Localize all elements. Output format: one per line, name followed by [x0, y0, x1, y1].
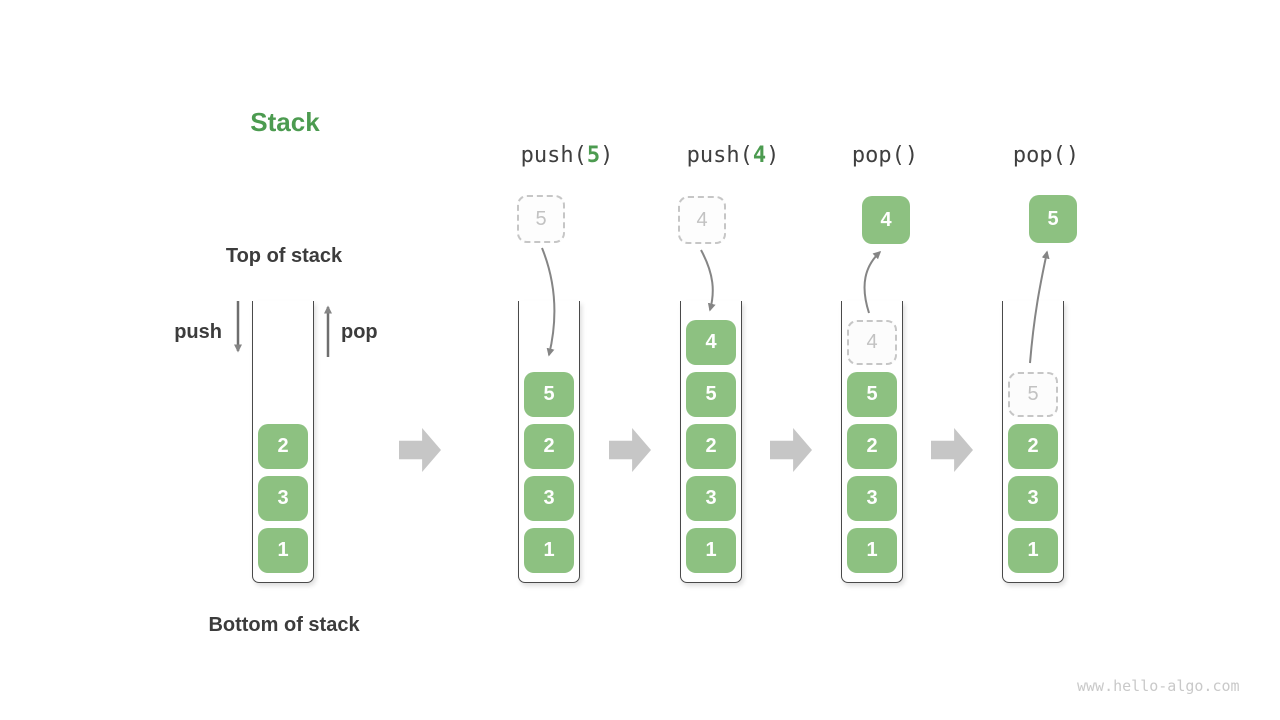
transition-arrow-icon — [931, 428, 973, 472]
stack-block: 2 — [1008, 424, 1058, 469]
stack-container-after-push-5: 5 2 3 1 — [518, 301, 580, 583]
stack-block: 5 — [686, 372, 736, 417]
stack-block: 1 — [524, 528, 574, 573]
stack-block: 1 — [258, 528, 308, 573]
ghost-block: 4 — [847, 320, 897, 365]
op-text: push( — [686, 143, 753, 168]
pop-label: pop — [341, 321, 378, 343]
transition-arrow-icon — [770, 428, 812, 472]
incoming-value-box-5: 5 — [517, 195, 565, 243]
popped-value-box-5: 5 — [1029, 195, 1077, 243]
op-close: ) — [600, 143, 614, 168]
stack-block: 5 — [524, 372, 574, 417]
stack-container-initial: 2 3 1 — [252, 301, 314, 583]
stack-block: 1 — [847, 528, 897, 573]
stack-container-after-pop-5: 5 2 3 1 — [1002, 301, 1064, 583]
stack-block: 2 — [847, 424, 897, 469]
stack-container-after-push-4: 4 5 2 3 1 — [680, 301, 742, 583]
op-text: pop() — [851, 143, 919, 168]
stack-block: 3 — [258, 476, 308, 521]
stack-block: 5 — [847, 372, 897, 417]
transition-arrow-icon — [399, 428, 441, 472]
stack-block: 3 — [524, 476, 574, 521]
op-text: pop() — [1012, 143, 1080, 168]
stack-block: 2 — [258, 424, 308, 469]
stack-block: 1 — [686, 528, 736, 573]
stack-block: 3 — [686, 476, 736, 521]
page-title: Stack — [250, 107, 320, 137]
op-arg: 5 — [586, 143, 601, 168]
op-text: push( — [520, 143, 587, 168]
stack-block: 3 — [847, 476, 897, 521]
op-label-push-5: push(5) — [521, 143, 614, 168]
watermark: www.hello-algo.com — [1077, 677, 1240, 695]
stack-block: 2 — [686, 424, 736, 469]
top-of-stack-label: Top of stack — [225, 245, 343, 267]
stack-block: 4 — [686, 320, 736, 365]
ghost-block: 5 — [1008, 372, 1058, 417]
push-label: push — [174, 321, 222, 343]
incoming-value-box-4: 4 — [678, 196, 726, 244]
op-label-push-4: push(4) — [687, 143, 780, 168]
stack-block: 3 — [1008, 476, 1058, 521]
op-label-pop-2: pop() — [1013, 143, 1079, 168]
stack-block: 2 — [524, 424, 574, 469]
popped-value-box-4: 4 — [862, 196, 910, 244]
op-close: ) — [766, 143, 780, 168]
transition-arrow-icon — [609, 428, 651, 472]
op-arg: 4 — [752, 143, 767, 168]
bottom-of-stack-label: Bottom of stack — [208, 614, 360, 636]
stack-container-after-pop-4: 4 5 2 3 1 — [841, 301, 903, 583]
stack-block: 1 — [1008, 528, 1058, 573]
op-label-pop-1: pop() — [852, 143, 918, 168]
